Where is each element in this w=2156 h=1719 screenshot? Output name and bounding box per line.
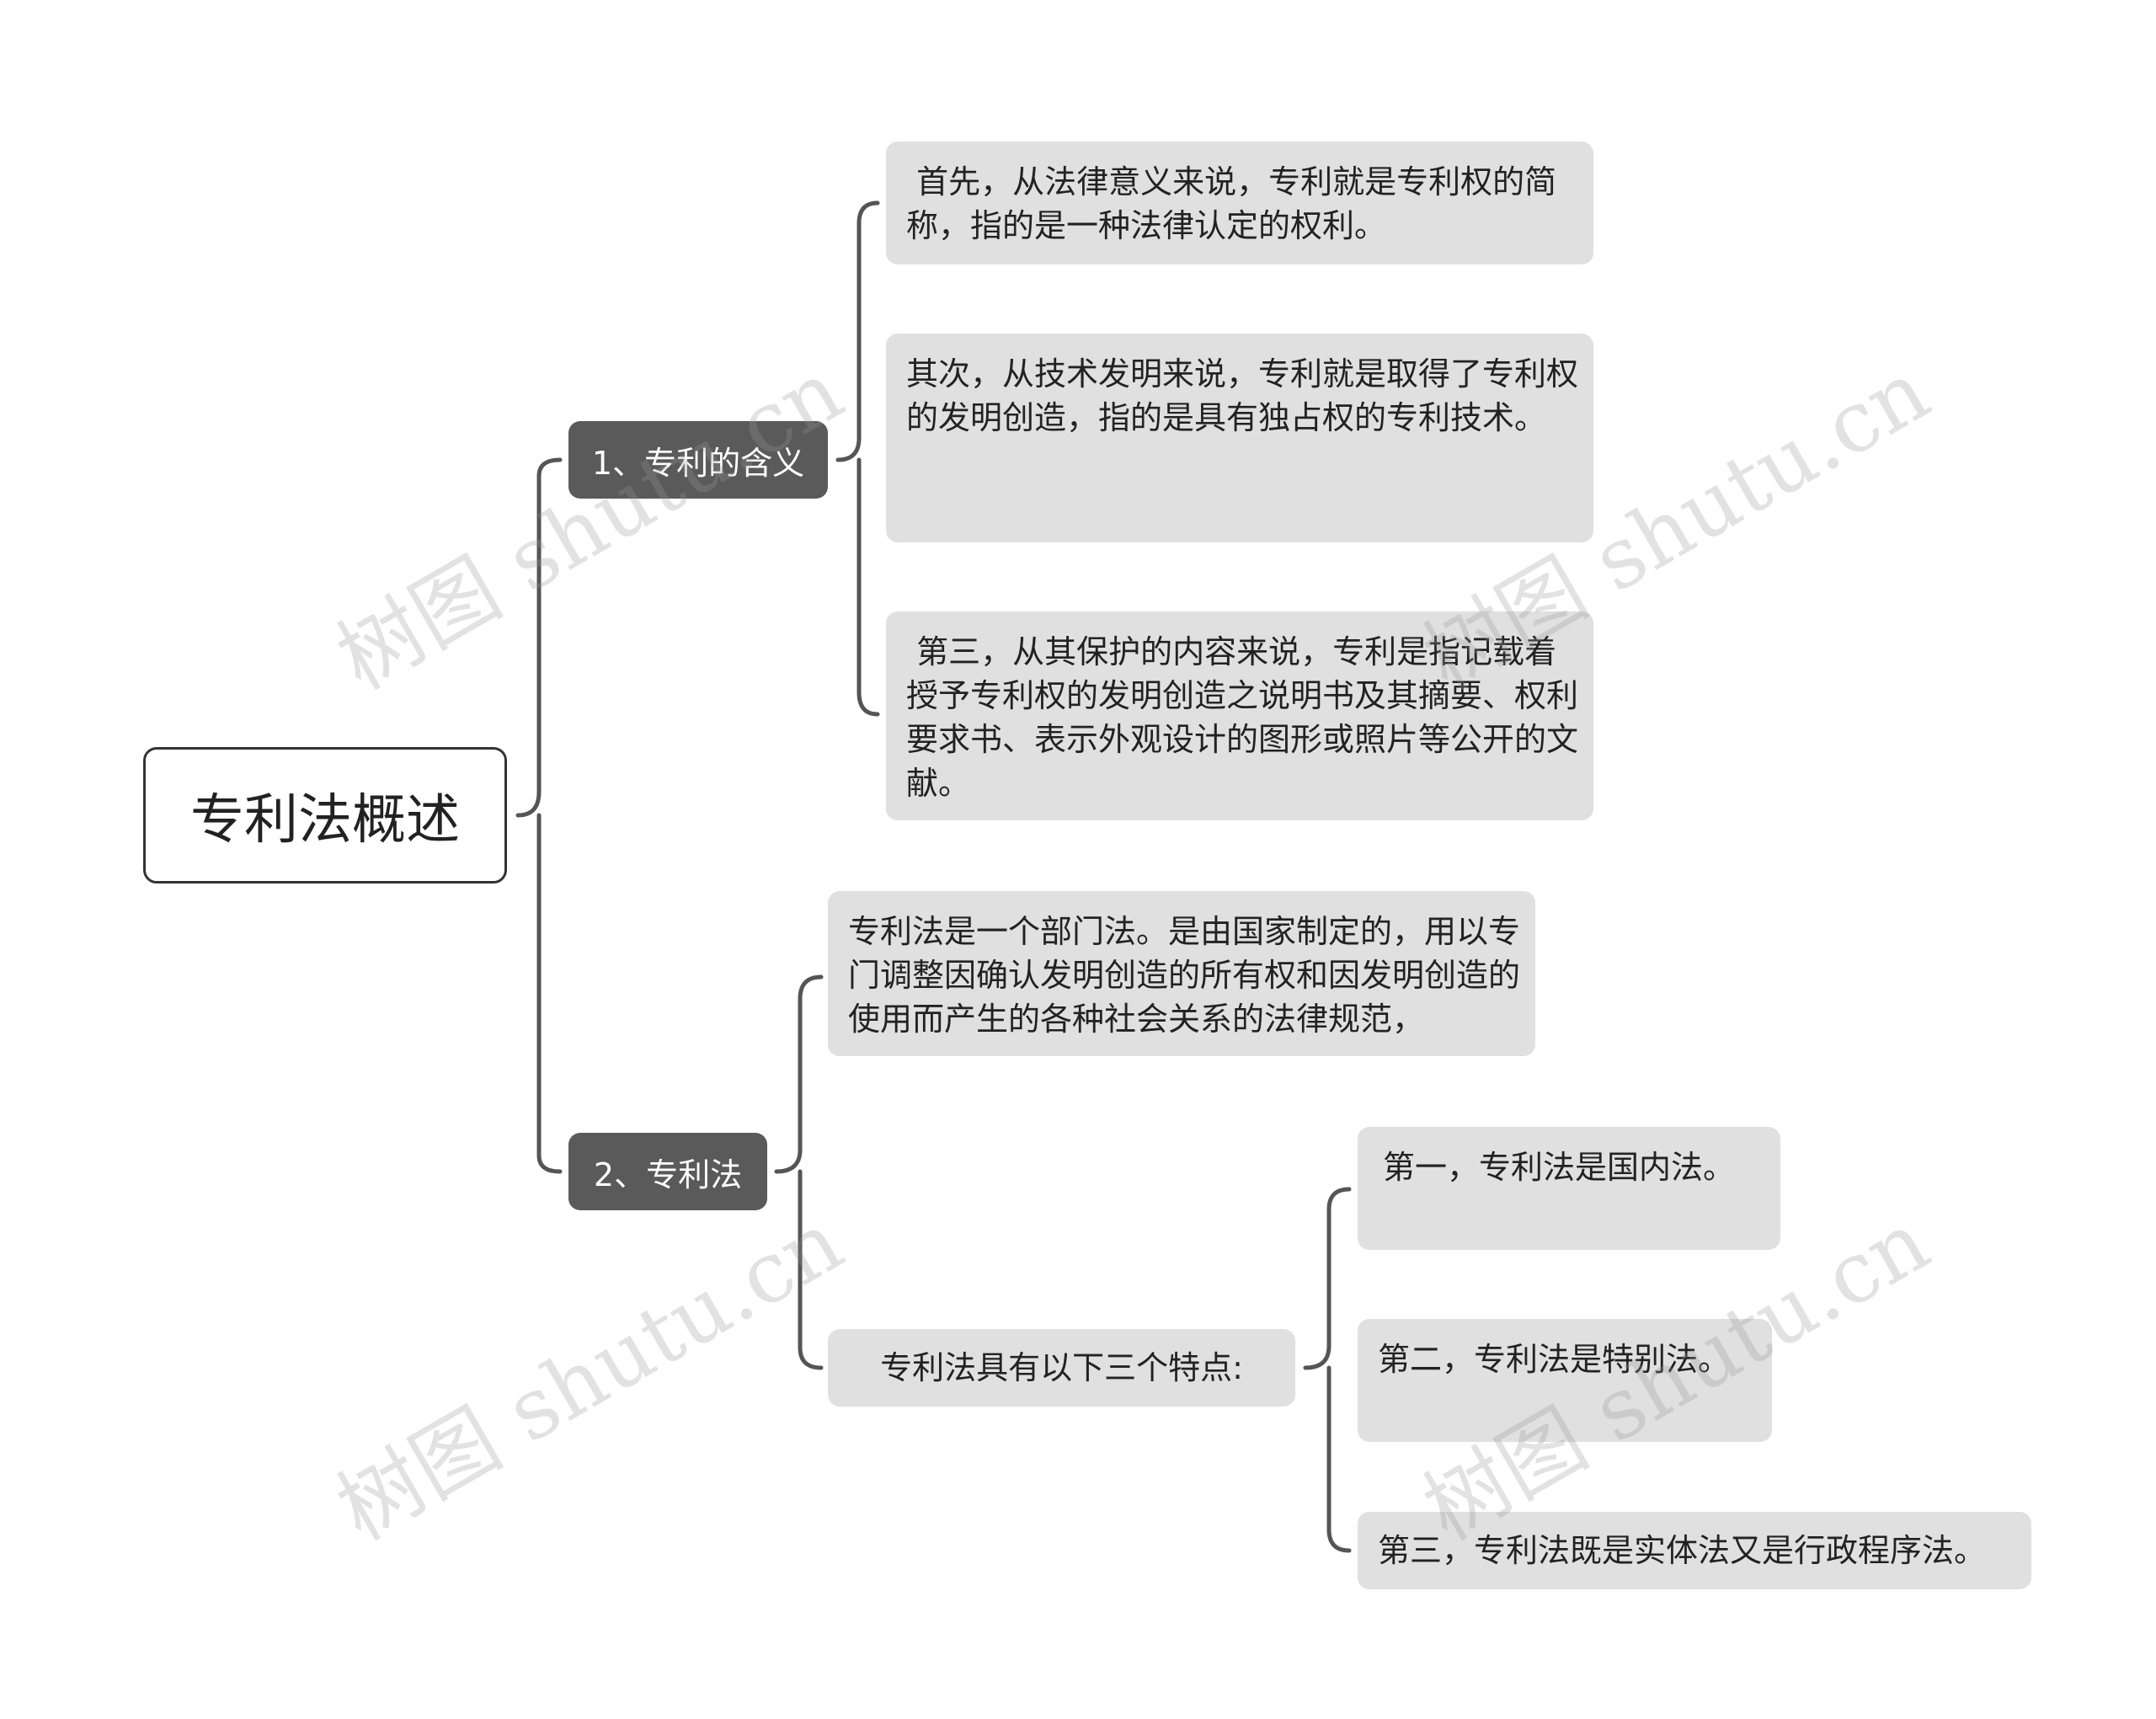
leaf-law-features[interactable]: 专利法具有以下三个特点: xyxy=(828,1329,1295,1407)
leaf-feature-special[interactable]: 第二，专利法是特别法。 xyxy=(1358,1319,1772,1442)
branch-patent-meaning[interactable]: 1、专利的含义 xyxy=(568,421,828,499)
branch-patent-law[interactable]: 2、专利法 xyxy=(568,1133,767,1210)
leaf-protected-content[interactable]: 第三，从其保护的内容来说，专利是指记载着授予专利权的发明创造之说明书及其摘要、权… xyxy=(886,611,1593,820)
leaf-feature-substantive-procedural[interactable]: 第三，专利法既是实体法又是行政程序法。 xyxy=(1358,1512,2031,1589)
branch-label: 2、专利法 xyxy=(593,1156,743,1193)
leaf-legal-meaning[interactable]: 首先，从法律意义来说，专利就是专利权的简称，指的是一种法律认定的权利。 xyxy=(886,141,1593,264)
root-label: 专利法概述 xyxy=(190,789,460,851)
root-node[interactable]: 专利法概述 xyxy=(143,747,507,884)
branch-label: 1、专利的含义 xyxy=(591,444,805,482)
leaf-label: 专利法具有以下三个特点: xyxy=(880,1349,1243,1386)
leaf-label: 第三，专利法既是实体法又是行政程序法。 xyxy=(1378,1532,1987,1569)
leaf-law-definition[interactable]: 专利法是一个部门法。是由国家制定的，用以专门调整因确认发明创造的所有权和因发明创… xyxy=(828,891,1535,1056)
connector-branch1-leaves xyxy=(835,200,880,717)
leaf-technical-meaning[interactable]: 其次，从技术发明来说，专利就是取得了专利权的发明创造，指的是具有独占权的专利技术… xyxy=(886,334,1593,542)
connector-branch2-leaves xyxy=(774,974,824,1370)
leaf-feature-domestic[interactable]: 第一，专利法是国内法。 xyxy=(1358,1127,1780,1250)
connector-root-branches xyxy=(515,457,563,1174)
connector-features-subleaves xyxy=(1303,1187,1352,1553)
